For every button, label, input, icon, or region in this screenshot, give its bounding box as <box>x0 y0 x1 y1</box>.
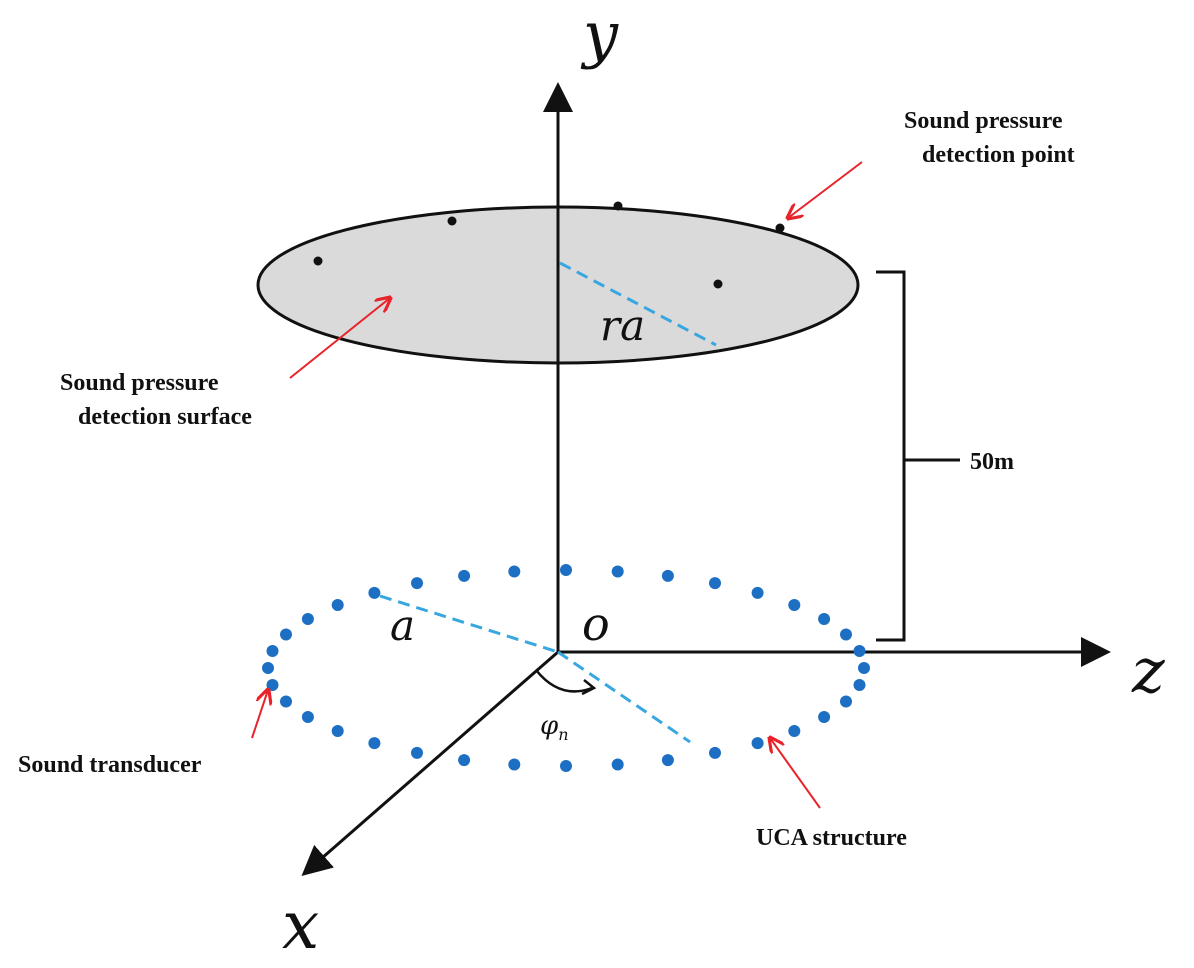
sound-transducer-dot <box>560 564 572 576</box>
sound-transducer-dot <box>788 599 801 611</box>
sound-transducer-dot <box>301 613 314 625</box>
sound-transducer-dot <box>560 760 572 772</box>
sound-transducer-dot <box>508 565 521 578</box>
origin-label: o <box>582 597 610 651</box>
sound-transducer-dot <box>661 754 674 767</box>
sound-transducer-dot <box>280 628 292 641</box>
sound-transducer-dot <box>368 737 381 750</box>
sound-transducer-dot <box>331 599 344 611</box>
angle-arc-head <box>581 679 597 696</box>
sound-transducer-dot <box>661 569 674 582</box>
sound-transducer-dot <box>611 758 624 771</box>
sound-transducer-dot <box>262 662 274 674</box>
x-axis-label: x <box>282 887 319 964</box>
sound-transducer-dot <box>266 679 279 691</box>
phi-radius-line <box>557 650 691 744</box>
distance-label: 50m <box>970 449 1014 475</box>
arrow-to-detection-point <box>788 161 863 218</box>
angle-arc <box>535 669 593 693</box>
z-axis-label: z <box>1131 634 1165 707</box>
sound-transducer-dot <box>853 679 866 691</box>
sound-transducer-dot <box>331 725 344 737</box>
sound-transducer-dot <box>788 725 801 737</box>
sound-transducer-dot <box>709 577 721 590</box>
sound-transducer-dot <box>751 586 764 599</box>
sound-transducer-dot <box>266 645 279 657</box>
detection-point <box>775 223 785 233</box>
sound-transducer-dot <box>840 695 852 708</box>
sound-transducer-dot <box>853 645 866 657</box>
detection-point-label-1: Sound pressure <box>904 108 1063 134</box>
sound-transducer-dot <box>751 737 764 750</box>
detection-point <box>313 256 323 266</box>
y-axis-label: y <box>580 0 619 71</box>
radius-bottom-line <box>379 594 559 654</box>
sound-transducer-dot <box>840 628 852 641</box>
sound-transducer-dot <box>458 569 471 582</box>
sound-transducer-dot <box>818 613 831 625</box>
sound-transducer-dot <box>458 754 471 767</box>
sound-transducer-dot <box>411 577 423 590</box>
sound-transducer-dot <box>818 711 831 723</box>
sound-transducer-dot <box>368 586 381 599</box>
uca-transducer-ring <box>262 564 870 772</box>
radius-bottom-label: a <box>390 601 415 650</box>
transducer-label: Sound transducer <box>18 752 202 778</box>
x-axis <box>301 650 559 876</box>
detection-surface-label-1: Sound pressure <box>60 370 219 396</box>
detection-surface-label-2: detection surface <box>78 404 252 430</box>
radius-top-line <box>559 261 717 347</box>
angle-subscript: n <box>558 725 568 744</box>
sound-transducer-dot <box>611 565 624 578</box>
angle-symbol: φ <box>540 711 559 741</box>
arrow-to-uca <box>770 738 821 809</box>
detection-point <box>713 279 723 289</box>
arrow-to-detection-surface <box>289 298 390 379</box>
sound-transducer-dot <box>709 746 721 759</box>
angle-label: φn <box>540 711 569 744</box>
detection-point <box>613 201 623 211</box>
sound-transducer-dot <box>858 662 870 674</box>
detection-point <box>447 216 457 226</box>
distance-bracket <box>876 270 906 642</box>
sound-transducer-dot <box>301 711 314 723</box>
arrow-to-transducer <box>251 690 268 739</box>
detection-point-label-2: detection point <box>922 142 1075 168</box>
radius-top-label: ra <box>600 301 645 350</box>
sound-transducer-dot <box>280 695 292 708</box>
sound-transducer-dot <box>508 758 521 771</box>
uca-label: UCA structure <box>756 825 907 851</box>
sound-transducer-dot <box>411 746 423 759</box>
